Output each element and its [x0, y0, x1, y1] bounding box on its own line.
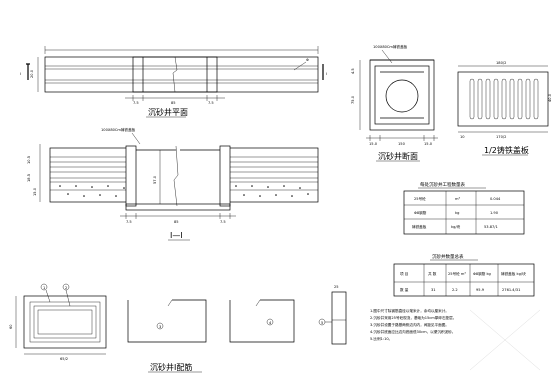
plan-dim-2: 85	[171, 101, 176, 105]
cross-dim-3: 15.0	[424, 142, 433, 146]
st-r5: 2761.4/31	[502, 288, 520, 292]
section-mark-left: Ⅰ	[20, 72, 21, 76]
plan-title: 沉砂井平面	[148, 107, 188, 117]
rebar-dim-l: 60	[9, 324, 13, 329]
section-cover-label: 100X80Cm铸铁盖板	[101, 127, 136, 132]
note-5: 5.比例1:10。	[370, 336, 392, 341]
half-cover-view: 180/2 10 170/2 40.0 1/2铸铁盖板	[457, 61, 552, 156]
section-dim-1: 7.5	[126, 220, 132, 224]
cross-h1: 4.5	[351, 68, 355, 74]
qt-r3-c3: 53.87/1	[484, 225, 498, 229]
st-h3: 25号砼 m³	[448, 271, 466, 276]
st-r2: 31	[431, 288, 436, 292]
section-mark-right: Ⅰ	[326, 72, 327, 76]
st-h2: 共 数	[428, 271, 437, 276]
section-h1: 10.5	[27, 156, 31, 164]
half-dim-side: 40.0	[548, 93, 552, 102]
quantity-table-title: 每处沉砂井工程数量表	[420, 181, 465, 188]
st-h5: 铸铁盖板 kg/块	[501, 271, 526, 276]
half-dim-b1: 10	[460, 135, 465, 139]
qt-r1-c3: 0.044	[490, 197, 501, 201]
callout-2: 2	[65, 286, 67, 290]
note-3: 3.沉砂井设置于路基两侧边沟内，间距见平面图。	[370, 322, 449, 327]
plan-view: Ⅰ Ⅰ 20.0 7.5 85 7.5 Φ 沉砂井平面	[20, 46, 327, 118]
cross-section-view: 100X80Cm铸铁盖板 4.5 75.0 15.0 150 15.0 沉砂井断…	[351, 44, 438, 162]
section-dim-3: 7.5	[220, 220, 226, 224]
qt-r2-c3: 1.90	[490, 211, 499, 215]
cross-h2: 75.0	[351, 95, 355, 104]
callout-4: 4	[269, 321, 272, 325]
section-depth: 57.0	[153, 175, 157, 184]
svg-text:25: 25	[334, 285, 339, 289]
quantity-table: 每处沉砂井工程数量表 25号砼 m³ 0.044 Φ8钢筋 kg 1.90 铸铁…	[403, 181, 525, 235]
plan-dim-3: 7.5	[208, 101, 214, 105]
svg-text:Φ: Φ	[306, 58, 309, 62]
qt-r2-c1: Φ8钢筋	[414, 210, 427, 215]
callout-5: 5	[321, 321, 323, 325]
qt-r3-c1: 铸铁盖板	[412, 224, 427, 229]
cross-section-title: 沉砂井断面	[378, 151, 418, 161]
st-h1: 项 目	[400, 271, 408, 276]
section-title: Ⅰ—Ⅰ	[170, 231, 183, 240]
note-2: 2.沉砂井采用25号砼现浇，基础为15cm厚碎石垫层。	[370, 315, 456, 320]
qt-r1-c1: 25号砼	[414, 196, 426, 201]
cross-dim-1: 15.0	[369, 142, 378, 146]
half-cover-title: 1/2铸铁盖板	[484, 145, 529, 155]
section-h3: 15.0	[33, 187, 37, 196]
summary-table-title: 沉砂井数量总表	[432, 253, 464, 260]
cross-dim-2: 150	[398, 142, 406, 146]
cross-cover-label: 100X80Cm铸铁盖板	[373, 44, 408, 49]
plan-dim-1: 7.5	[133, 101, 139, 105]
half-dim-top: 180/2	[496, 61, 506, 65]
half-dim-b2: 170/2	[496, 135, 506, 139]
summary-table: 沉砂井数量总表 项 目 共 数 25号砼 m³ Φ8钢筋 kg 铸铁盖板 kg/…	[393, 253, 535, 297]
qt-r1-c2: m³	[455, 197, 461, 201]
st-h4: Φ8钢筋 kg	[473, 271, 491, 276]
watermark	[469, 309, 541, 371]
callout-1: 1	[43, 286, 45, 290]
section-h2: 18.5	[27, 174, 31, 182]
st-r3: 2.2	[452, 288, 458, 292]
st-r4: 95.9	[476, 288, 485, 292]
section-dim-2: 85	[174, 220, 179, 224]
st-r1: 数 量	[400, 287, 409, 292]
plan-dim-side: 20.0	[30, 69, 34, 78]
rebar-title: 沉砂井Ⅰ配筋	[150, 362, 192, 372]
note-4: 4.沉砂井底面应比边沟底面低30cm，以便沉积泥砂。	[370, 329, 455, 334]
callout-3: 3	[159, 325, 161, 329]
rebar-dim-b: 65/2	[60, 357, 68, 361]
qt-r3-c2: kg/块	[451, 224, 461, 229]
cover-slots	[469, 78, 539, 120]
section-view: 100X80Cm铸铁盖板 10.5 18.5 15.0	[27, 127, 319, 241]
notes: 1.图中尺寸除钢筋直径以毫米计，余均以厘米计。 2.沉砂井采用25号砼现浇，基础…	[370, 308, 456, 341]
note-1: 1.图中尺寸除钢筋直径以毫米计，余均以厘米计。	[370, 308, 449, 313]
rebar-detail: 65/2 60 1 2 3 4 25 5 沉砂井Ⅰ配筋	[9, 283, 347, 373]
qt-r2-c2: kg	[455, 211, 459, 215]
